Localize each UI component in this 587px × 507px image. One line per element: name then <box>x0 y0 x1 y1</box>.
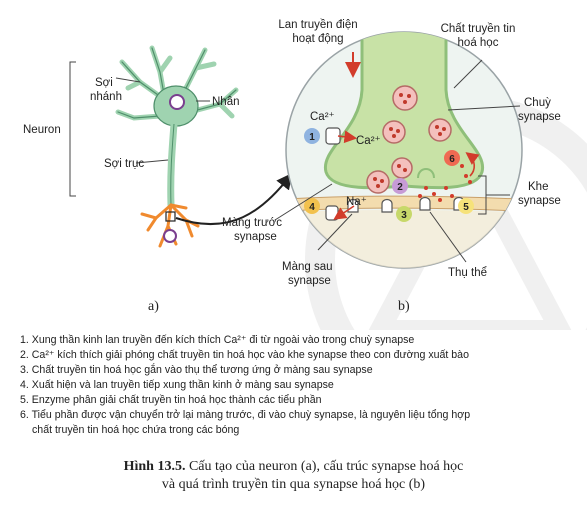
recycle-arrow <box>465 152 480 177</box>
dendrite-label-2: nhánh <box>90 91 122 103</box>
calcium-channel <box>325 127 358 145</box>
svg-text:4: 4 <box>309 202 315 213</box>
step-legend: 1. Xung thần kinh lan truyền đến kích th… <box>20 333 580 438</box>
calcium-label-in: Ca²⁺ <box>356 135 381 147</box>
action-potential-label-1: Lan truyền điện <box>278 19 357 31</box>
pointer-lines-a <box>115 77 210 164</box>
postsynaptic-membrane-label-1: Màng sau <box>282 261 333 273</box>
synapse-diagram: Neuron Sợi nhánh Nhân Sợi trục a) <box>23 19 587 330</box>
caption-line-2: và quá trình truyền tin qua synapse hoá … <box>161 477 426 492</box>
svg-text:2: 2 <box>397 182 403 193</box>
step-badge-4: 4 <box>304 198 320 214</box>
step-badge-3: 3 <box>396 206 412 222</box>
nucleus-label: Nhân <box>212 96 240 108</box>
dendrite-label-1: Sợi <box>95 77 113 89</box>
axon-label: Sợi trục <box>104 158 144 170</box>
figure-caption: Hình 13.5. Cấu tạo của neuron (a), cấu t… <box>0 458 587 494</box>
legend-line-5: 5. Enzyme phân giải chất truyền tin hoá … <box>20 394 322 406</box>
legend-line-3: 3. Chất truyền tin hoá học gắn vào thụ t… <box>20 364 373 376</box>
nucleus-icon <box>169 94 185 110</box>
synaptic-cleft-label-2: synapse <box>518 195 561 207</box>
transmitter-dots <box>418 164 472 202</box>
legend-line-2: 2. Ca²⁺ kích thích giải phóng chất truyề… <box>20 349 469 361</box>
svg-text:1: 1 <box>309 132 315 143</box>
postsynaptic-membrane-label-2: synapse <box>288 275 331 287</box>
calcium-label-out: Ca²⁺ <box>310 111 335 123</box>
nucleus-icon <box>163 229 177 243</box>
exocytosis-pocket <box>417 168 435 179</box>
zoom-arrow <box>175 172 293 226</box>
legend-line-6-cont: chất truyền tin hoá học chứa trong các b… <box>32 424 240 436</box>
vesicles <box>366 85 452 194</box>
neurotransmitter-label-2: hoá học <box>458 37 499 49</box>
synaptic-knob-label-1: Chuỳ <box>524 97 551 109</box>
legend-line-6: 6. Tiểu phần được vận chuyển trở lại màn… <box>20 409 471 421</box>
step-badge-1: 1 <box>304 128 320 144</box>
sodium-channel <box>325 205 355 221</box>
receptor-label: Thụ thể <box>448 267 487 279</box>
legend-line-1: 1. Xung thần kinh lan truyền đến kích th… <box>20 334 415 346</box>
step-badge-6: 6 <box>444 150 460 166</box>
neuron-label: Neuron <box>23 124 61 136</box>
sodium-label: Na⁺ <box>346 196 367 208</box>
action-potential-label-2: hoạt động <box>292 33 343 45</box>
step-badge-2: 2 <box>392 178 408 194</box>
synaptic-cleft-label-1: Khe <box>528 181 548 193</box>
presynaptic-membrane-label-1: Màng trước <box>222 217 282 229</box>
synaptic-knob-label-2: synapse <box>518 111 561 123</box>
neurotransmitter-label-1: Chất truyền tin <box>441 23 516 35</box>
caption-number: Hình 13.5. <box>123 459 186 474</box>
caption-line-1: Cấu tạo của neuron (a), cấu trúc synapse… <box>185 459 464 474</box>
legend-line-4: 4. Xuất hiện và lan truyền tiếp xung thầ… <box>20 379 334 391</box>
svg-text:5: 5 <box>463 202 469 213</box>
svg-text:6: 6 <box>449 154 455 165</box>
svg-text:3: 3 <box>401 210 407 221</box>
presynaptic-membrane-label-2: synapse <box>234 231 277 243</box>
panel-a-label: a) <box>148 299 159 314</box>
pointer-lines-b <box>274 59 521 263</box>
panel-b-label: b) <box>398 299 410 314</box>
step-badge-5: 5 <box>458 198 474 214</box>
